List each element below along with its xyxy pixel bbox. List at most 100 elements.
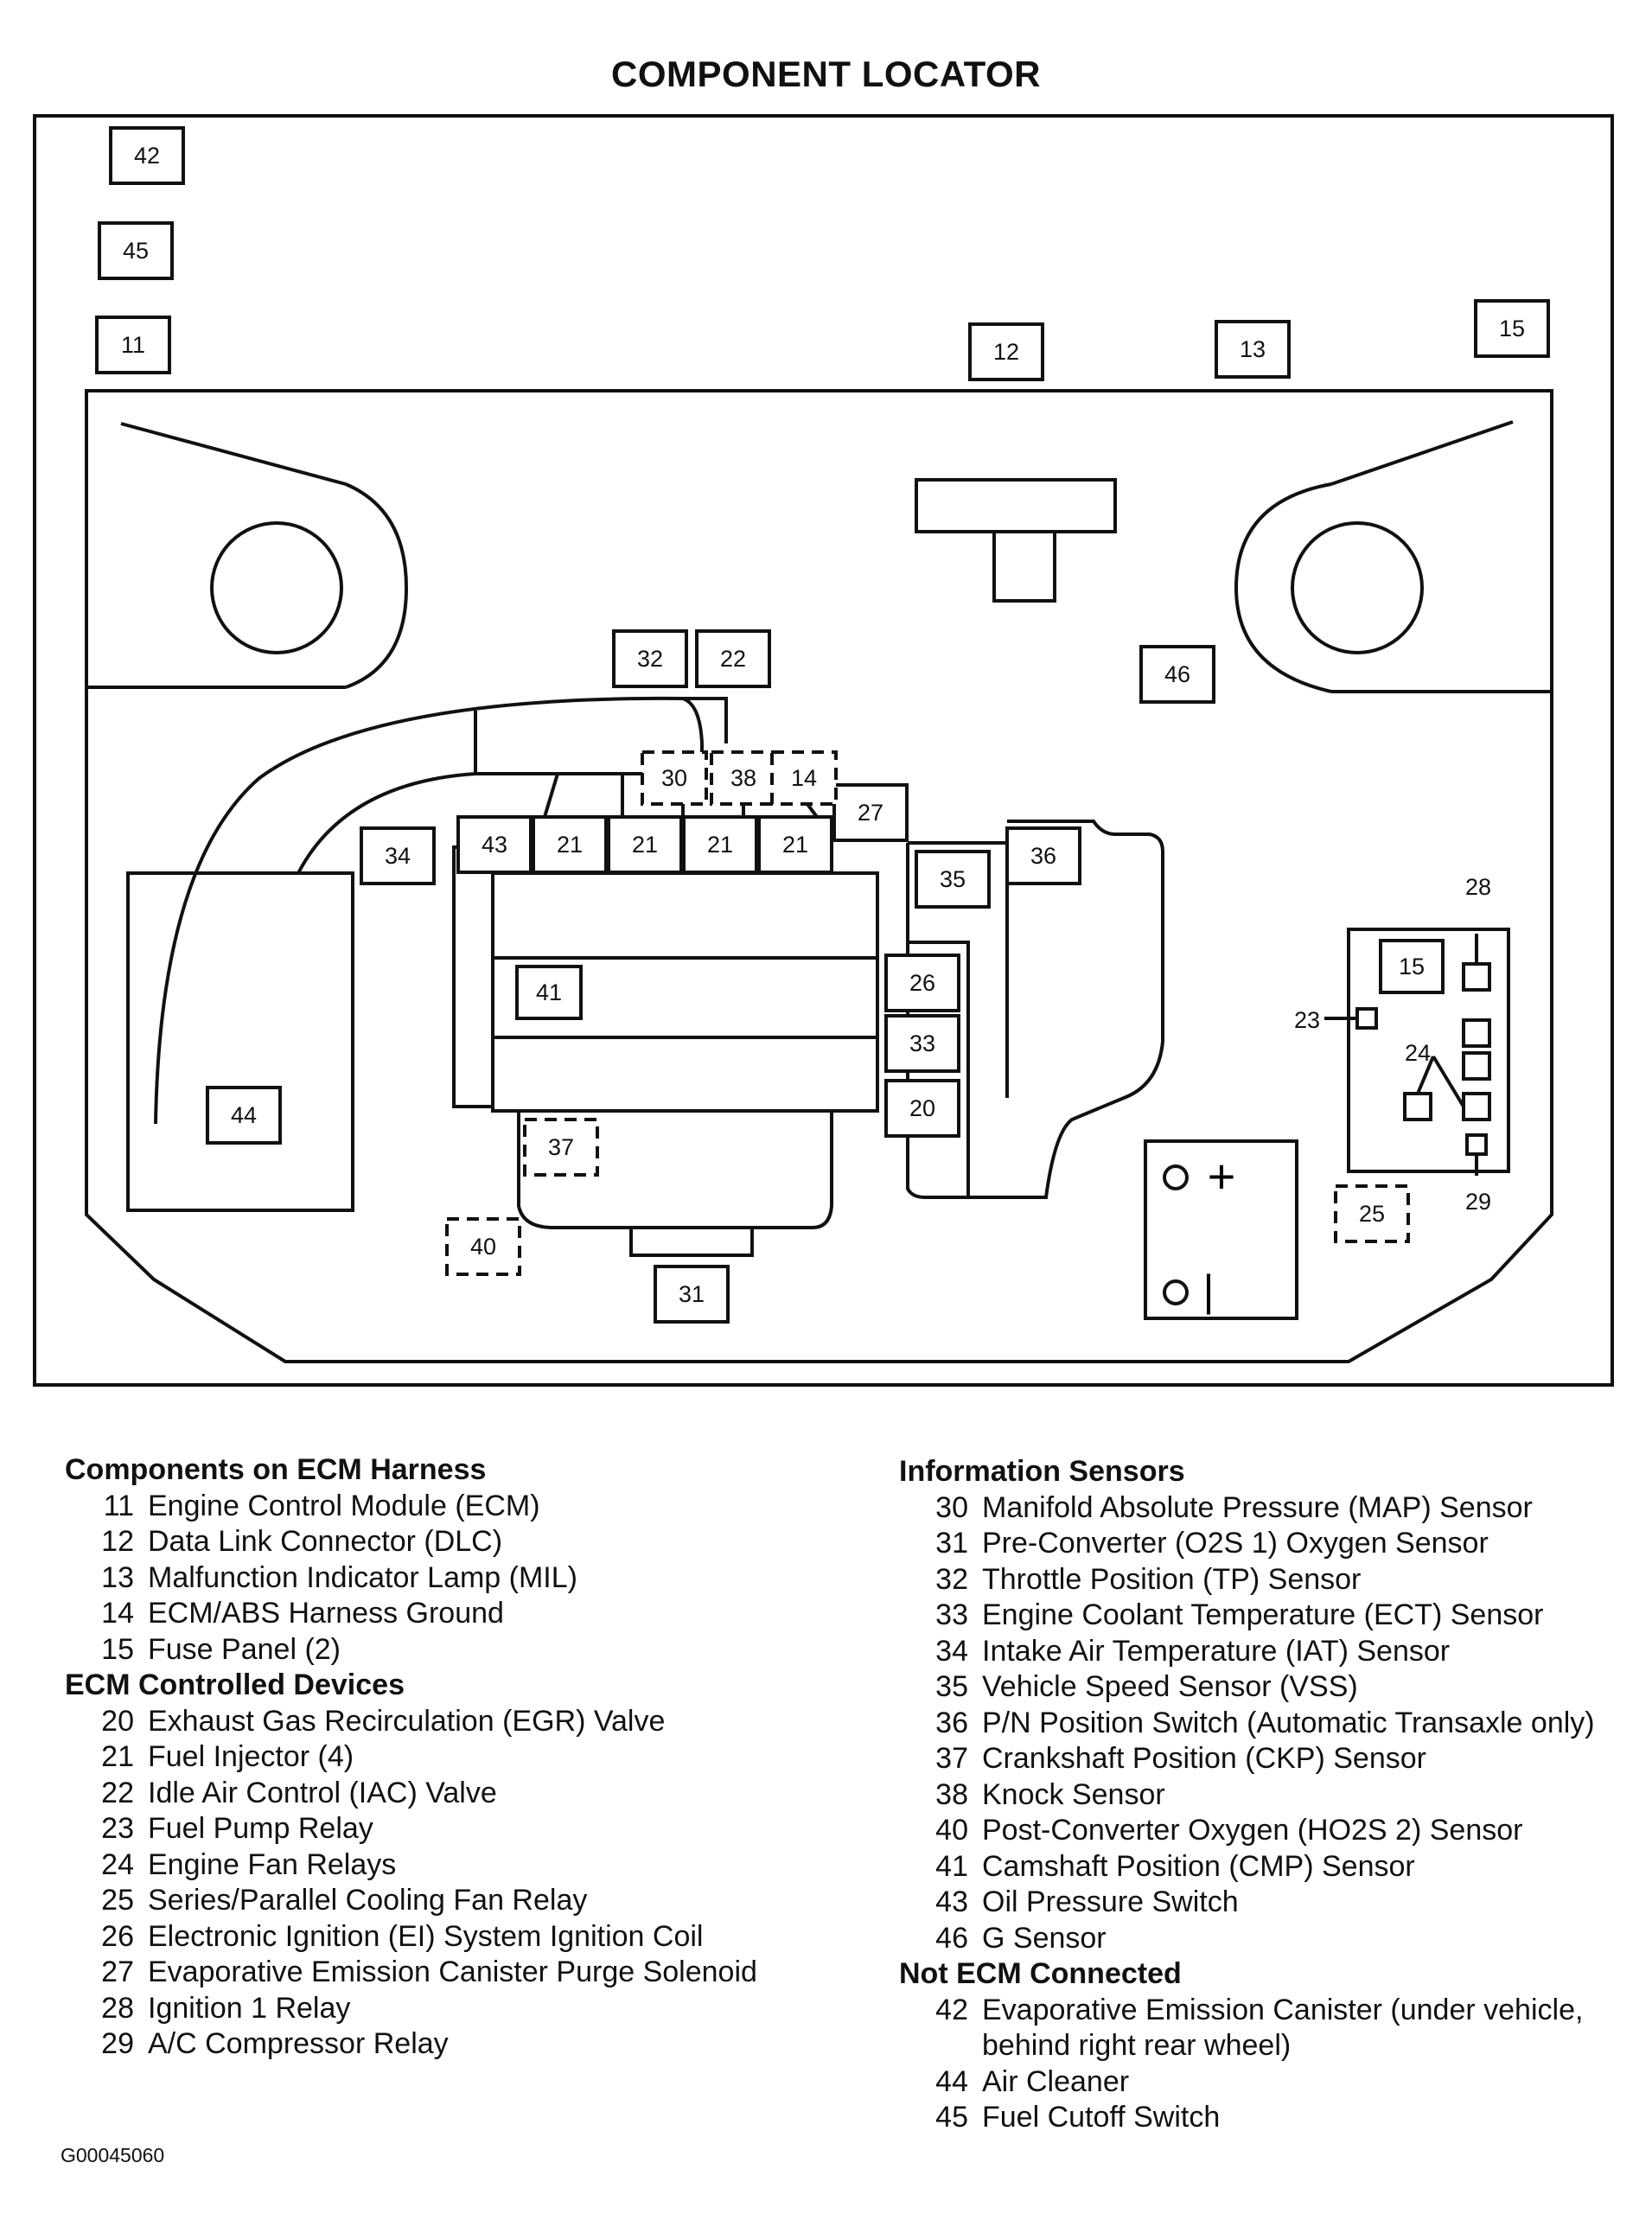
callout-label-23: 23: [1294, 1007, 1320, 1033]
battery: [1144, 1139, 1298, 1320]
legend-item-text: Vehicle Speed Sensor (VSS): [982, 1670, 1358, 1703]
legend-item-number: 23: [101, 1812, 134, 1845]
legend-item: 32 Throttle Position (TP) Sensor: [899, 1562, 1634, 1598]
callout-label-33: 33: [909, 1030, 935, 1056]
legend-item-number: 20: [101, 1704, 134, 1738]
callout-label-36: 36: [1030, 843, 1056, 869]
callout-label-32: 32: [637, 646, 663, 672]
legend-item-number: 41: [935, 1849, 968, 1883]
callout-box-15b: [1379, 939, 1445, 994]
legend-item: 24 Engine Fan Relays: [65, 1847, 826, 1884]
legend-item-text: Ignition 1 Relay: [148, 1991, 351, 2025]
legend-item-number: 37: [935, 1742, 968, 1775]
legend-item-text: Throttle Position (TP) Sensor: [982, 1562, 1362, 1596]
legend-item-text: Fuse Panel (2): [148, 1632, 341, 1666]
top-center-bracket: [915, 478, 1117, 603]
component-locator-diagram: + | 42 4: [33, 114, 1614, 1387]
legend-heading: Not ECM Connected: [899, 1957, 1182, 1990]
air-intake-duct: [154, 696, 728, 1125]
legend-item-number: 15: [101, 1632, 134, 1666]
callout-label-21c: 21: [707, 832, 733, 858]
callout-box-32: [612, 629, 688, 688]
legend-item: 13 Malfunction Indicator Lamp (MIL): [65, 1560, 826, 1597]
legend-item-text: Engine Control Module (ECM): [148, 1489, 540, 1522]
callout-box-20: [884, 1079, 960, 1138]
legend-item: 41 Camshaft Position (CMP) Sensor: [899, 1849, 1634, 1885]
legend-heading: Information Sensors: [899, 1455, 1185, 1488]
callout-label-25: 25: [1359, 1201, 1385, 1227]
callout-label-29: 29: [1465, 1189, 1491, 1215]
legend-item-number: 31: [935, 1527, 968, 1560]
legend-item-number: 13: [101, 1560, 134, 1594]
legend-item-text: Fuel Cutoff Switch: [982, 2101, 1221, 2134]
callout-label-35: 35: [940, 866, 966, 892]
legend-item-text: Pre-Converter (O2S 1) Oxygen Sensor: [982, 1527, 1489, 1560]
legend-item-number: 27: [101, 1955, 134, 1988]
callout-box-46: [1139, 645, 1215, 704]
callout-label-20: 20: [909, 1095, 935, 1121]
legend-item: 31 Pre-Converter (O2S 1) Oxygen Sensor: [899, 1526, 1634, 1562]
legend-item-text: Air Cleaner: [982, 2064, 1130, 2098]
callout-box-30: [641, 750, 708, 806]
callout-label-11: 11: [121, 332, 145, 358]
legend-item: 15 Fuse Panel (2): [65, 1632, 826, 1668]
callout-label-30: 30: [661, 765, 687, 791]
legend-item-number: 34: [935, 1634, 968, 1668]
legend-item-number: 32: [935, 1562, 968, 1596]
callout-label-31: 31: [679, 1281, 705, 1307]
legend-item-number: 40: [935, 1814, 968, 1847]
callout-label-37: 37: [548, 1134, 574, 1160]
legend-item-text: Camshaft Position (CMP) Sensor: [982, 1849, 1415, 1883]
legend-item: 23 Fuel Pump Relay: [65, 1811, 826, 1847]
legend-item-text: Exhaust Gas Recirculation (EGR) Valve: [148, 1704, 666, 1738]
legend-item-number: 24: [101, 1847, 134, 1881]
legend-item-text: G Sensor: [982, 1921, 1107, 1955]
callout-box-27: [832, 783, 909, 842]
callout-box-21d: [757, 815, 833, 874]
legend-item-text: Series/Parallel Cooling Fan Relay: [148, 1884, 588, 1917]
legend-item-number: 21: [101, 1740, 134, 1773]
callout-box-41: [515, 965, 583, 1020]
callout-box-43: [456, 815, 533, 874]
callout-box-15a: [1474, 299, 1550, 358]
legend-item-text: Evaporative Emission Canister (under veh…: [982, 1993, 1584, 2063]
callout-box-34: [360, 826, 436, 885]
callout-box-13: [1215, 320, 1291, 379]
legend-item-number: 11: [103, 1489, 134, 1522]
legend-item-text: A/C Compressor Relay: [148, 2027, 449, 2060]
legend-item-number: 14: [101, 1597, 134, 1630]
legend-item-text: ECM/ABS Harness Ground: [148, 1597, 504, 1630]
callout-label-41: 41: [536, 979, 562, 1005]
legend-item-text: Fuel Pump Relay: [148, 1812, 373, 1845]
legend-item-text: Malfunction Indicator Lamp (MIL): [148, 1560, 577, 1594]
callout-box-11: [95, 316, 171, 374]
callout-label-43: 43: [482, 832, 507, 858]
legend-item: 11 Engine Control Module (ECM): [65, 1489, 826, 1525]
legend-item-number: 46: [935, 1921, 968, 1955]
callout-box-40: [445, 1217, 521, 1276]
underhood-fuse-relay-center: [1347, 928, 1510, 1173]
callout-label-21b: 21: [632, 832, 658, 858]
callout-box-21b: [607, 815, 683, 874]
callout-label-42: 42: [134, 143, 160, 169]
callout-box-42: [109, 126, 185, 185]
legend-item-text: Engine Fan Relays: [148, 1847, 397, 1881]
legend-item-number: 26: [101, 1919, 134, 1953]
callout-box-45: [98, 221, 174, 280]
diagram-title: COMPONENT LOCATOR: [611, 54, 1041, 94]
callout-box-37: [523, 1118, 599, 1177]
